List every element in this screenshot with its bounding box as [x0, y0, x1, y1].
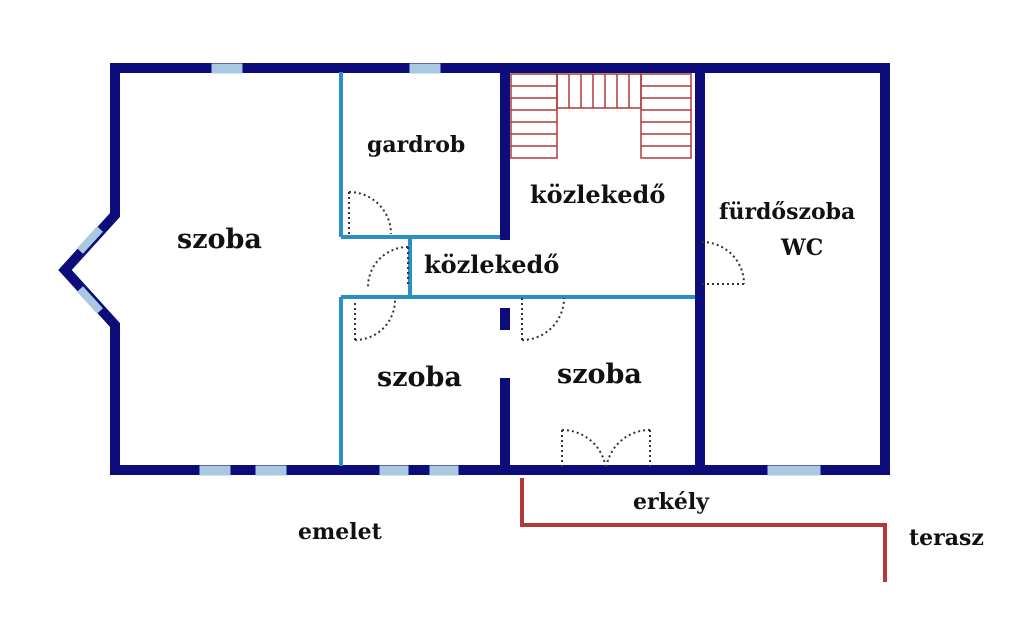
room-label-wc: WC	[781, 235, 824, 261]
room-label-hall-lower: közlekedő	[424, 250, 560, 279]
balcony-label: erkély	[633, 489, 709, 515]
room-label-closet: gardrob	[367, 132, 466, 158]
floor-label: emelet	[298, 519, 382, 545]
room-label-middle: szoba	[377, 362, 462, 393]
windows	[77, 63, 821, 476]
stairs	[510, 73, 692, 159]
room-label-hall-upper: közlekedő	[530, 180, 666, 209]
terrace-outline	[520, 478, 887, 582]
inner-walls	[339, 72, 695, 466]
room-label-bathroom: fürdőszoba	[719, 199, 856, 225]
room-label-right: szoba	[557, 359, 642, 390]
outer-walls	[58, 63, 890, 475]
room-label-main: szoba	[177, 224, 262, 255]
terrace-label: terasz	[909, 525, 984, 551]
doors	[348, 191, 745, 471]
